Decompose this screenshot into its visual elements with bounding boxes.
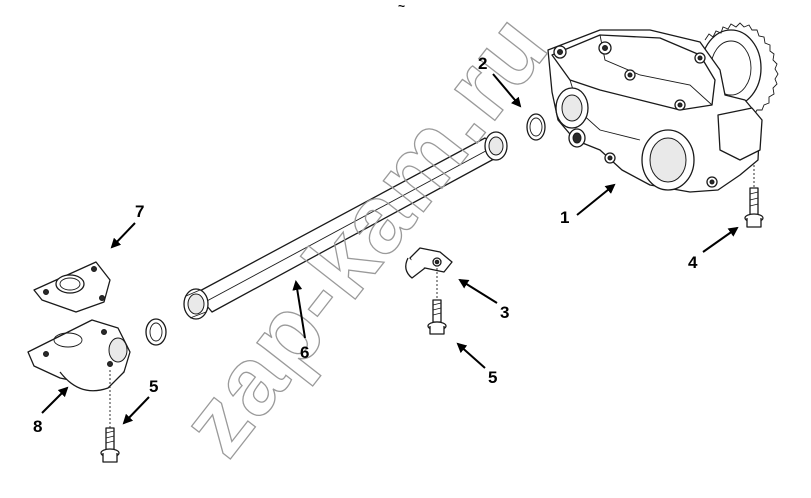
part-8-suction-flange xyxy=(27,319,131,392)
part-6-suction-tube xyxy=(183,131,508,320)
top-mark: ~ xyxy=(398,0,405,13)
part-2-o-ring xyxy=(526,113,546,141)
callout-8: 8 xyxy=(33,417,42,436)
callout-5-center: 5 xyxy=(488,368,497,387)
o-ring-left xyxy=(145,318,167,346)
part-4-bolt-right xyxy=(744,165,764,228)
callout-arrows xyxy=(41,73,739,425)
arrow-8 xyxy=(41,386,69,414)
arrow-1 xyxy=(576,183,616,216)
callout-6: 6 xyxy=(300,343,309,362)
part-7-gasket xyxy=(33,261,111,313)
part-3-support-bracket xyxy=(405,247,453,279)
arrow-4 xyxy=(702,226,739,253)
arrow-2 xyxy=(492,73,522,108)
callout-5-left: 5 xyxy=(149,377,158,396)
arrow-5-center xyxy=(456,342,486,369)
callout-4: 4 xyxy=(688,253,698,272)
watermark-text: zap-kam.ru xyxy=(160,0,569,475)
callout-1: 1 xyxy=(560,208,569,227)
arrow-6 xyxy=(292,280,306,339)
part-1-pump-housing xyxy=(547,22,779,193)
callout-3: 3 xyxy=(500,303,509,322)
part-5-bolt-left xyxy=(100,370,120,463)
arrow-5-left xyxy=(122,396,150,425)
callout-2: 2 xyxy=(478,54,487,73)
callout-labels: 1 2 3 4 5 5 6 7 8 xyxy=(33,54,698,436)
part-5-bolt-center xyxy=(427,268,447,335)
arrow-3 xyxy=(458,278,498,304)
callout-7: 7 xyxy=(135,202,144,221)
arrow-7 xyxy=(110,222,136,249)
